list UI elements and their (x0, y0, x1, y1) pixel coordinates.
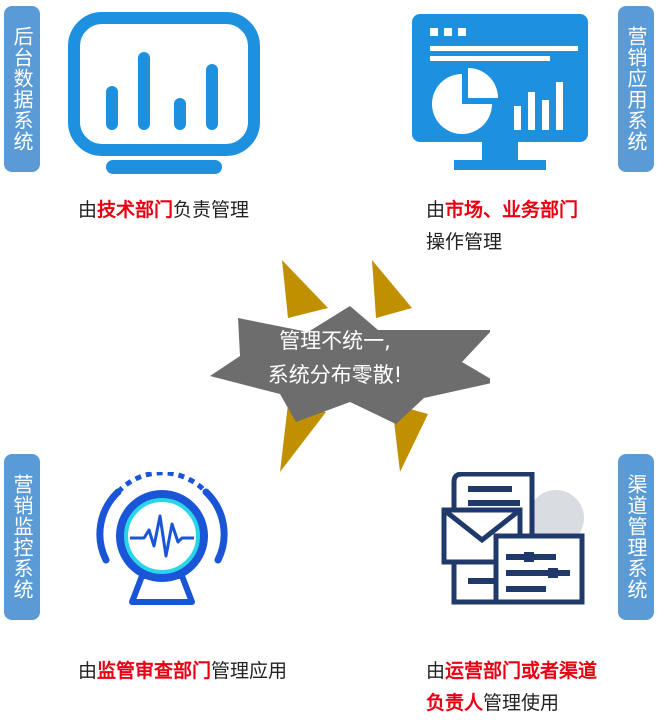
tag-channel-management-system: 渠道管理系统 (618, 454, 654, 620)
caption-highlight: 市场、业务部门 (445, 199, 579, 221)
mail-document-icon (441, 472, 585, 605)
center-line-1: 管理不统一, (279, 329, 391, 353)
caption-suffix: 负责管理 (173, 199, 250, 221)
starburst-shape (210, 306, 490, 424)
caption-highlight: 技术部门 (97, 199, 174, 221)
ray-bottom-right (392, 404, 428, 472)
caption-highlight-2: 负责人 (426, 692, 484, 714)
tag-marketing-monitor-system: 营销监控系统 (4, 454, 40, 620)
caption-top-left: 由技术部门负责管理 (78, 194, 249, 226)
caption-bottom-right: 由运营部门或者渠道 负责人管理使用 (426, 655, 656, 719)
center-line-2: 系统分布零散! (267, 363, 403, 387)
caption-line2: 操作管理 (426, 231, 503, 253)
caption-highlight: 监管审查部门 (97, 660, 212, 682)
tag-marketing-app-system: 营销应用系统 (618, 6, 654, 172)
tag-backend-data-system: 后台数据系统 (4, 6, 40, 172)
caption-suffix: 管理使用 (483, 692, 560, 714)
caption-prefix: 由 (78, 199, 98, 221)
caption-suffix: 管理应用 (211, 660, 288, 682)
caption-prefix: 由 (78, 660, 98, 682)
bar-chart-monitor-icon (68, 12, 260, 174)
caption-prefix: 由 (426, 660, 446, 682)
starburst (210, 260, 490, 472)
center-message: 管理不统一, 系统分布零散! (240, 324, 430, 392)
ray-top-right (372, 260, 412, 318)
dashboard-monitor-icon (412, 14, 588, 170)
webcam-pulse-icon (96, 472, 228, 605)
caption-prefix: 由 (426, 199, 446, 221)
caption-highlight: 运营部门或者渠道 (445, 660, 598, 682)
caption-bottom-left: 由监管审查部门管理应用 (78, 655, 287, 687)
ray-bottom-left (280, 404, 326, 472)
caption-top-right: 由市场、业务部门 操作管理 (426, 194, 656, 258)
ray-top-left (282, 260, 328, 318)
